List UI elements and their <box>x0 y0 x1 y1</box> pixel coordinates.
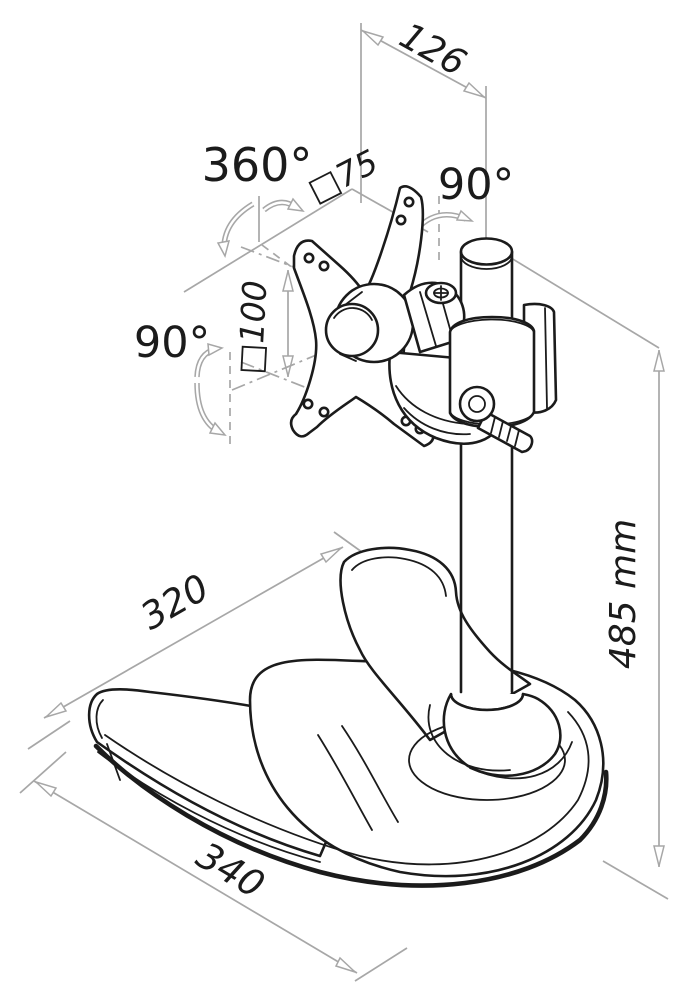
object-layer <box>87 185 609 888</box>
pole-mount <box>408 692 573 801</box>
arrowhead <box>455 209 475 222</box>
rotation-360-arrows <box>216 197 305 259</box>
clamp-lever <box>476 410 534 454</box>
arrowhead <box>319 547 342 564</box>
swivel-90-right-label: 90° <box>438 160 514 210</box>
base-upper-arm <box>339 546 532 742</box>
arrowhead <box>282 270 294 292</box>
arrowhead <box>334 956 356 973</box>
arrowhead <box>207 342 224 357</box>
dimension-340-label: 340 <box>189 834 272 907</box>
arrowhead <box>286 197 305 212</box>
base-deck-inner-edge <box>104 711 590 866</box>
arrowhead <box>362 30 385 47</box>
arrowhead <box>462 81 485 98</box>
dimension-340 <box>19 751 408 982</box>
base-ridge-band-b <box>341 725 399 823</box>
rotation-360-label: 360° <box>202 138 313 192</box>
dimension-100 <box>240 246 313 391</box>
vesa-100-label: □100 <box>231 279 275 375</box>
dimension-126-label: 126 <box>393 15 473 84</box>
clamp-knob <box>458 385 496 423</box>
arrowhead <box>653 845 665 867</box>
vesa-boss <box>324 302 380 358</box>
dimension-layer <box>19 23 669 982</box>
arrowhead <box>208 421 227 436</box>
arrowhead <box>653 350 665 372</box>
base-ridge-band-a <box>317 734 373 831</box>
tilt-90-left-label: 90° <box>134 318 210 368</box>
arrowhead <box>45 701 68 718</box>
dimension-320 <box>27 531 374 750</box>
dimension-126 <box>360 23 487 250</box>
pole-top-cap <box>459 237 514 266</box>
base-tip-chamfer <box>95 699 104 739</box>
mount-swoosh-a <box>427 704 511 772</box>
arrowhead <box>35 781 58 798</box>
dimension-485 <box>492 246 669 900</box>
arrowhead <box>216 240 231 259</box>
mount-swoosh-b <box>469 741 573 780</box>
pole-clamp <box>448 302 558 454</box>
base-bottom-shadow <box>93 743 609 888</box>
height-485-label: 485 mm <box>603 519 644 669</box>
base-arm-inner-edge <box>351 556 447 597</box>
